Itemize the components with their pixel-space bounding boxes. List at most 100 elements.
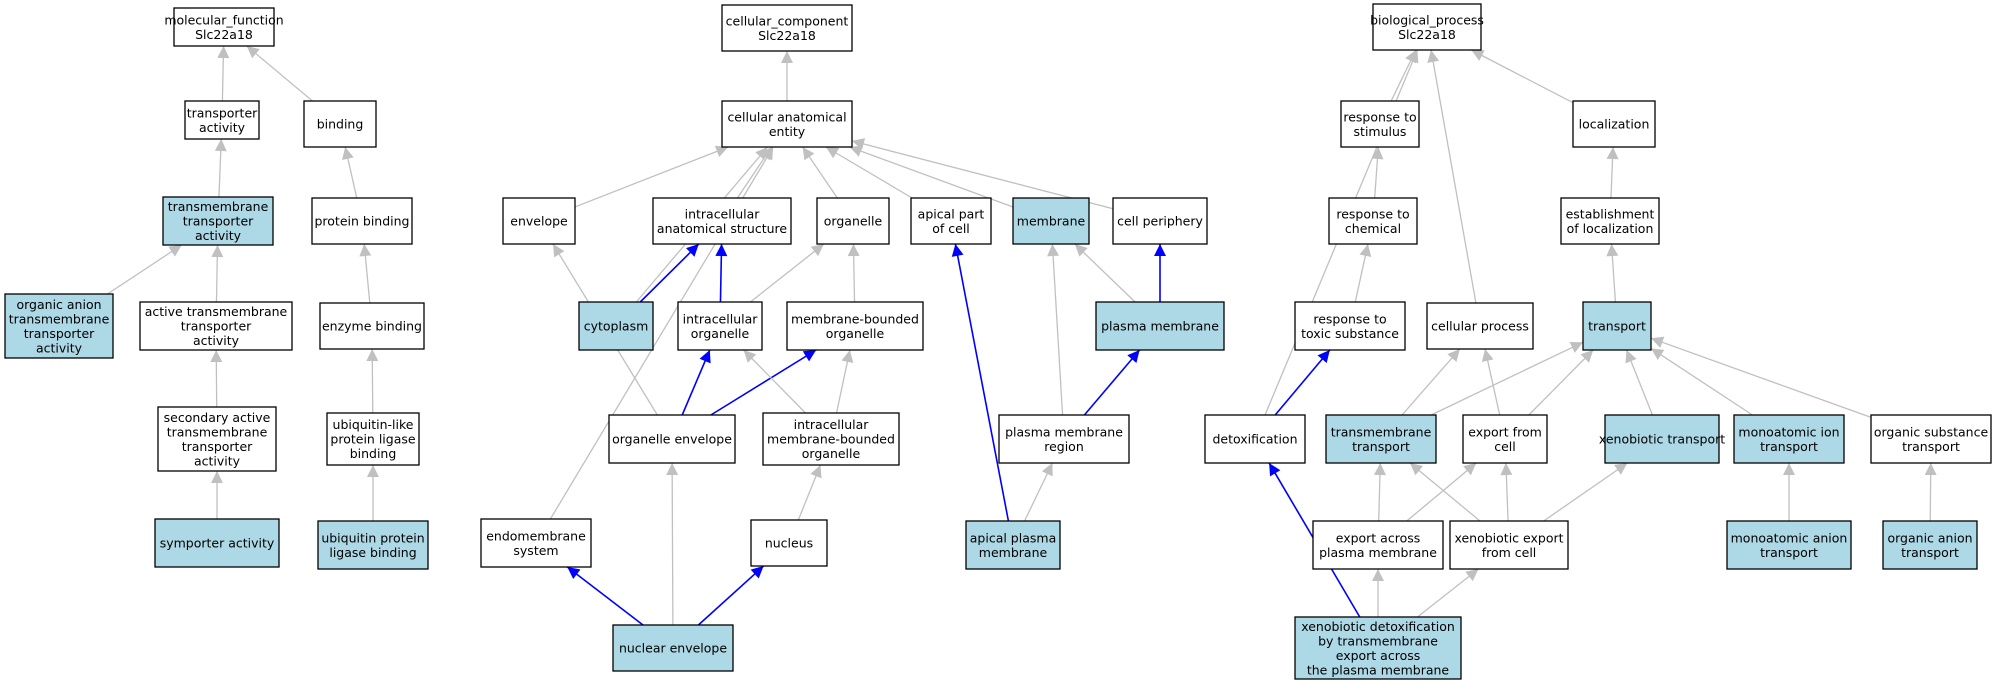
- node-label-line: monoatomic ion: [1738, 424, 1839, 439]
- node-organelle[interactable]: organelle: [816, 197, 890, 245]
- node-organic-anion-tm[interactable]: organic aniontransmembranetransporteract…: [4, 293, 114, 359]
- node-cell-periphery[interactable]: cell periphery: [1112, 197, 1208, 245]
- node-box: [1012, 197, 1090, 245]
- node-enzyme-binding[interactable]: enzyme binding: [319, 302, 425, 350]
- node-symporter[interactable]: symporter activity: [154, 518, 280, 568]
- node-detoxification[interactable]: detoxification: [1204, 414, 1306, 464]
- node-label-line: active transmembrane: [145, 304, 288, 319]
- node-label-line: ubiquitin protein: [321, 530, 424, 545]
- node-localization[interactable]: localization: [1572, 100, 1656, 148]
- node-cytoplasm[interactable]: cytoplasm: [578, 301, 654, 351]
- node-label-line: anatomical structure: [657, 221, 787, 236]
- node-label-line: transmembrane: [9, 311, 110, 326]
- node-box: [816, 197, 890, 245]
- node-label-line: organic anion: [1887, 530, 1972, 545]
- node-cellular-process[interactable]: cellular process: [1426, 302, 1534, 350]
- node-envelope[interactable]: envelope: [502, 197, 576, 245]
- node-organelle-envelope[interactable]: organelle envelope: [608, 414, 736, 464]
- node-membrane[interactable]: membrane: [1012, 197, 1090, 245]
- node-protein-binding[interactable]: protein binding: [311, 197, 413, 245]
- edge-protein_binding-to-binding: [342, 146, 358, 199]
- node-label-line: organelle: [691, 326, 750, 341]
- node-box: [910, 197, 992, 245]
- node-label-line: transporter: [181, 319, 252, 334]
- edge-ubl_ligase_binding-to-enzyme_binding: [366, 348, 379, 414]
- edge-xeno_export-to-export_from_cell: [1500, 462, 1513, 522]
- node-box: [1204, 414, 1306, 464]
- edge-organic_substance-to-transport: [1650, 336, 1872, 419]
- node-label-line: export across: [1336, 530, 1421, 545]
- node-label-line: binding: [350, 446, 397, 461]
- edge-secondary_active-to-active_tm: [210, 349, 223, 408]
- node-label-line: response to: [1343, 109, 1416, 124]
- node-binding[interactable]: binding: [303, 100, 377, 148]
- edge-intra_mb_org-to-intracellular_org: [743, 349, 806, 414]
- edge-apical_part-to-cae: [825, 146, 913, 199]
- edge-detoxification-to-resp_toxic: [1274, 349, 1331, 416]
- node-box: [1572, 100, 1656, 148]
- edge-xeno_detox-to-xeno_export: [1417, 568, 1479, 618]
- node-box: [303, 100, 377, 148]
- edge-organelle_envelope-to-intracellular_org: [681, 349, 711, 416]
- edge-tm_transport-to-transport: [1430, 341, 1584, 416]
- edge-envelope-to-cae: [574, 145, 729, 208]
- edge-plasma_membrane-to-membrane: [1074, 243, 1136, 303]
- node-plasma-membrane[interactable]: plasma membrane: [1095, 301, 1225, 351]
- edge-resp_chemical-to-resp_stimulus: [1371, 146, 1384, 199]
- node-box: [1312, 520, 1444, 570]
- node-label-line: detoxification: [1212, 432, 1297, 447]
- node-nuclear-envelope[interactable]: nuclear envelope: [612, 624, 734, 672]
- node-box: [721, 100, 853, 148]
- node-label-line: system: [513, 543, 558, 558]
- edge-tm_transporter_activity-to-transporter_activity: [214, 138, 227, 198]
- node-label-line: response to: [1336, 206, 1409, 221]
- edge-intracellular_org-to-organelle: [749, 243, 825, 303]
- node-label-line: transmembrane: [1331, 424, 1432, 439]
- node-label-line: Slc22a18: [758, 28, 816, 43]
- node-label-line: transport: [1760, 545, 1818, 560]
- node-box: [1449, 520, 1569, 570]
- node-nucleus[interactable]: nucleus: [750, 519, 828, 567]
- node-label-line: envelope: [510, 214, 568, 229]
- node-label-line: endomembrane: [486, 528, 586, 543]
- node-secondary-active[interactable]: secondary activetransmembranetransporter…: [157, 406, 277, 472]
- node-box: [677, 301, 763, 351]
- node-xenobiotic-transport[interactable]: xenobiotic transport: [1599, 414, 1725, 464]
- node-box: [139, 301, 293, 351]
- node-transport[interactable]: transport: [1582, 301, 1652, 351]
- node-box: [184, 100, 260, 140]
- edge-pm_region-to-plasma_membrane: [1083, 349, 1141, 416]
- node-label-line: activity: [193, 333, 240, 348]
